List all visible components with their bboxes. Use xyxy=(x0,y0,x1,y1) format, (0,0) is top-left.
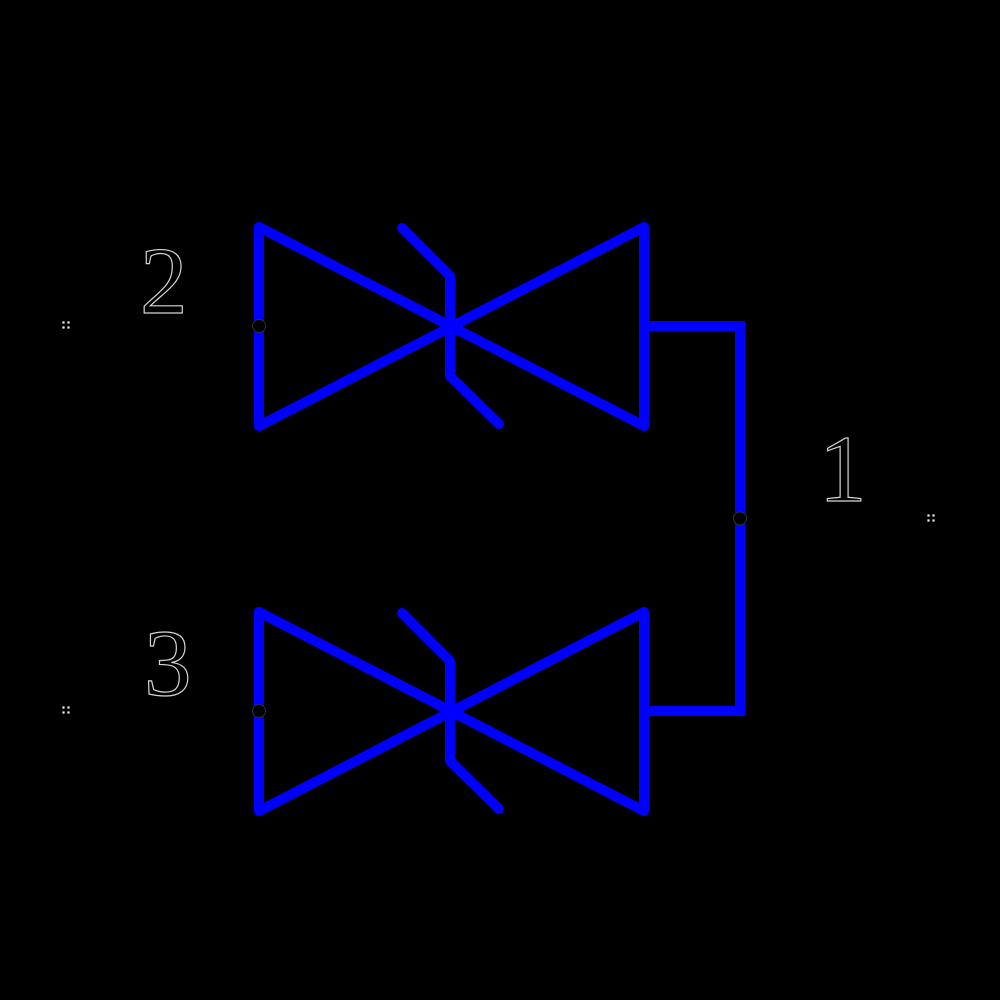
port-dot xyxy=(62,706,65,709)
port-dot xyxy=(932,519,935,522)
port-marker-node-1[interactable] xyxy=(927,514,935,522)
port-dot xyxy=(67,321,70,324)
port-dot xyxy=(62,711,65,714)
port-dot xyxy=(927,514,930,517)
port-dot xyxy=(927,519,930,522)
wire-node-1[interactable] xyxy=(644,321,745,716)
junction-dot-node-1 xyxy=(733,511,747,526)
port-marker-node-2[interactable] xyxy=(62,321,70,329)
port-marker-node-3[interactable] xyxy=(62,706,70,714)
port-dot xyxy=(932,514,935,517)
triac-2-gate xyxy=(397,223,504,429)
port-dot xyxy=(67,711,70,714)
node-label-3[interactable]: 3 xyxy=(143,609,192,716)
triac-symbol-2[interactable] xyxy=(254,222,649,431)
node-label-1[interactable]: 1 xyxy=(818,415,867,522)
nodes-layer xyxy=(252,319,747,718)
ports-layer xyxy=(62,321,935,714)
node-label-2[interactable]: 2 xyxy=(139,227,188,334)
triac-symbol-3[interactable] xyxy=(254,607,649,816)
port-dot xyxy=(62,321,65,324)
triac-3-gate xyxy=(397,608,504,814)
node-1-connection-wire xyxy=(644,321,745,716)
port-dot xyxy=(67,706,70,709)
pin-dot-node-2 xyxy=(252,319,266,333)
port-dot xyxy=(67,326,70,329)
pin-dot-node-3 xyxy=(252,704,266,718)
wires-layer xyxy=(254,222,745,816)
port-dot xyxy=(62,326,65,329)
labels-layer: 1 2 3 xyxy=(139,227,867,716)
